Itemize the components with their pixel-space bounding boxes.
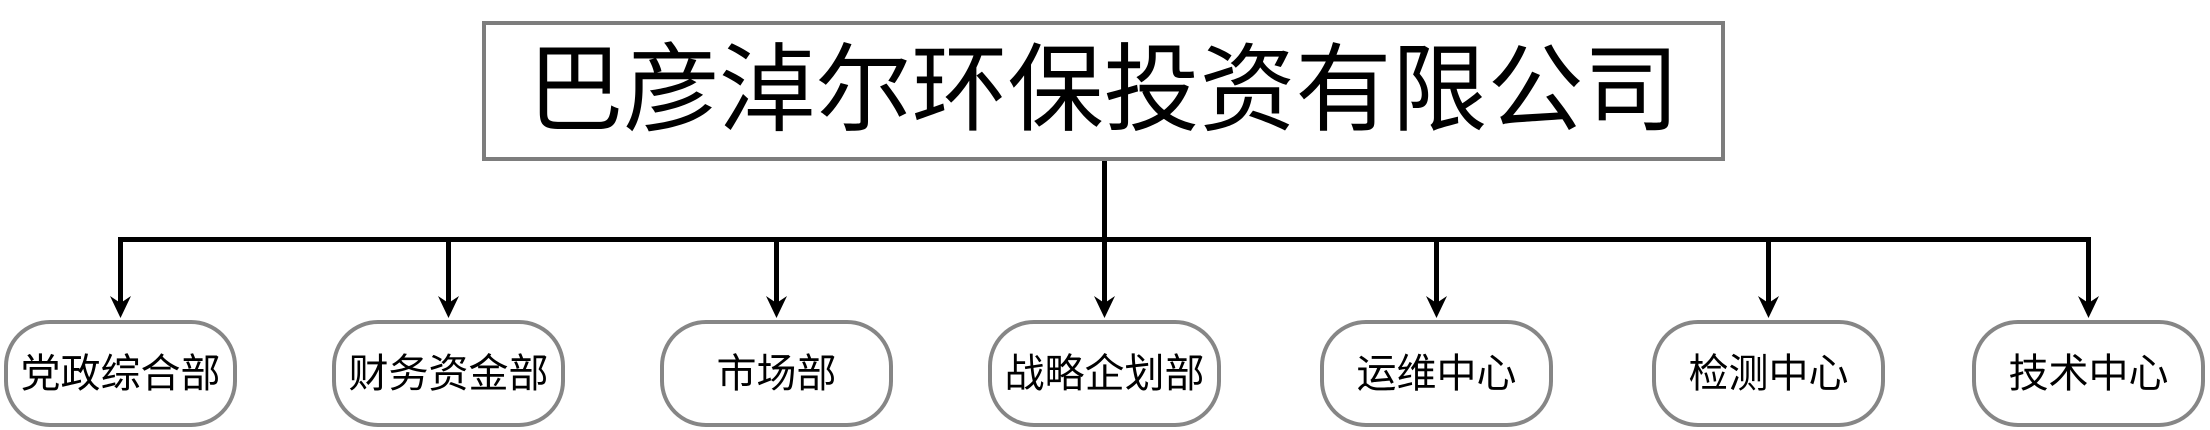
org-dept-node-3: 市场部 bbox=[660, 320, 893, 427]
org-dept-label: 党政综合部 bbox=[20, 351, 221, 396]
org-dept-node-2: 财务资金部 bbox=[332, 320, 565, 427]
org-dept-label: 财务资金部 bbox=[348, 351, 549, 396]
arrowhead-icon bbox=[766, 296, 787, 318]
branch-arrow bbox=[1426, 239, 1447, 318]
branch-arrow bbox=[1094, 239, 1115, 318]
arrowhead-icon bbox=[110, 296, 131, 318]
arrowhead-icon bbox=[1094, 296, 1115, 318]
org-dept-node-5: 运维中心 bbox=[1320, 320, 1553, 427]
org-dept-node-6: 检测中心 bbox=[1652, 320, 1885, 427]
org-dept-label: 检测中心 bbox=[1688, 351, 1849, 396]
org-root-label: 巴彦淖尔环保投资有限公司 bbox=[527, 37, 1680, 144]
branch-arrow bbox=[2078, 239, 2099, 318]
arrowhead-icon bbox=[438, 296, 459, 318]
org-dept-label: 市场部 bbox=[716, 351, 837, 396]
branch-arrow bbox=[766, 239, 787, 318]
arrowhead-icon bbox=[1758, 296, 1779, 318]
org-dept-node-1: 党政综合部 bbox=[4, 320, 237, 427]
org-dept-label: 技术中心 bbox=[2008, 351, 2169, 396]
org-dept-label: 运维中心 bbox=[1356, 351, 1517, 396]
branch-arrow bbox=[1758, 239, 1779, 318]
org-dept-node-7: 技术中心 bbox=[1972, 320, 2205, 427]
arrowhead-icon bbox=[2078, 296, 2099, 318]
org-root-node: 巴彦淖尔环保投资有限公司 bbox=[482, 21, 1725, 161]
branch-arrow bbox=[438, 239, 459, 318]
arrowhead-icon bbox=[1426, 296, 1447, 318]
branch-arrow bbox=[110, 239, 131, 318]
org-dept-label: 战略企划部 bbox=[1004, 351, 1205, 396]
org-dept-node-4: 战略企划部 bbox=[988, 320, 1221, 427]
